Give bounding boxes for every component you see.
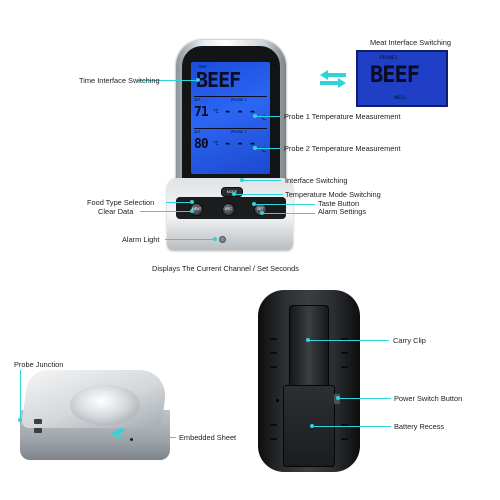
callout-line [138, 80, 198, 81]
callout-line [255, 204, 315, 205]
vent-slot [341, 438, 348, 440]
callout-dot [336, 396, 340, 400]
lcd-probe2-set: 80 [194, 137, 209, 152]
vent-slot [270, 352, 277, 354]
label-embedded-sheet: Embedded Sheet [179, 433, 237, 442]
vent-slot [270, 338, 277, 340]
lcd-food-name: BEEF [196, 68, 241, 92]
callout-dot [232, 192, 236, 196]
label-meat-interface: Meat Interface Switching [370, 38, 451, 47]
lcd-divider [194, 96, 267, 97]
reset-hole [276, 399, 279, 402]
label-carry-clip: Carry Clip [393, 336, 426, 345]
double-arrow-icon [320, 70, 346, 88]
dock-cradle [70, 385, 140, 425]
callout-line [140, 211, 192, 212]
alarm-light-led [219, 236, 226, 243]
callout-dot [190, 209, 194, 213]
lcd-screen: TIME BEEF SET PROBE 1 71 °C - - - C SET … [191, 62, 270, 174]
label-taste-button: Taste Button [318, 199, 360, 208]
callout-dot [240, 178, 244, 182]
callout-dot [253, 114, 257, 118]
callout-line [256, 116, 280, 117]
callout-line [166, 202, 192, 203]
callout-line [339, 398, 391, 399]
callout-dot [253, 146, 257, 150]
callout-dot [117, 435, 121, 439]
label-time-interface: Time Interface Switching [79, 76, 160, 85]
lcd-probe1-set: 71 [194, 105, 209, 120]
lcd-probe1-reading: - - - [224, 104, 256, 118]
label-alarm-settings: Alarm Settings [318, 207, 367, 216]
lcd-tag-set2: SET [194, 130, 201, 134]
label-interface-switching: Interface Switching [285, 176, 348, 185]
meat-doneness: WELL [394, 96, 407, 101]
lcd-probe1-c: C [262, 115, 267, 122]
lcd-tag-set1: SET [194, 98, 201, 102]
lcd-probe2-unit: °C [213, 141, 219, 147]
probe-port [34, 419, 42, 424]
callout-line [263, 213, 315, 214]
meat-probe-tag: PROBE1 [380, 56, 398, 61]
callout-dot [252, 202, 256, 206]
callout-dot [196, 78, 200, 82]
callout-line [313, 426, 391, 427]
callout-dot [213, 237, 217, 241]
dock-hole [130, 438, 133, 441]
ntc-taste-button[interactable]: NTC [222, 203, 235, 216]
callout-dot [306, 338, 310, 342]
lcd-divider [194, 128, 267, 129]
vent-slot [270, 424, 277, 426]
label-battery-recess: Battery Recess [394, 422, 445, 431]
lcd-tag-probe2: PROBE 2 [231, 130, 247, 134]
vent-slot [341, 366, 348, 368]
callout-line [235, 194, 283, 195]
callout-dot [190, 200, 194, 204]
label-power-switch: Power Switch Button [394, 394, 463, 403]
label-food-type: Food Type Selection [87, 198, 155, 207]
label-probe-junction: Probe Junction [14, 360, 64, 369]
lcd-tag-probe1: PROBE 1 [231, 98, 247, 102]
label-channel-seconds: Displays The Current Channel / Set Secon… [152, 264, 299, 273]
label-clear-data: Clear Data [98, 207, 134, 216]
vent-slot [270, 438, 277, 440]
lcd-probe2-c: C [262, 147, 267, 154]
label-alarm-light: Alarm Light [122, 235, 160, 244]
callout-line [20, 370, 21, 420]
callout-dot [310, 424, 314, 428]
vent-slot [341, 424, 348, 426]
callout-line [120, 437, 176, 438]
lcd-probe2-reading: - - - [224, 136, 256, 150]
meat-interface-screen: PROBE1 BEEF WELL [356, 50, 448, 107]
lcd-tag-time: TIME [198, 65, 207, 69]
label-probe1-temp: Probe 1 Temperature Measurement [284, 112, 401, 121]
callout-line [256, 148, 280, 149]
callout-line [243, 180, 281, 181]
callout-line [309, 340, 389, 341]
callout-dot [18, 418, 22, 422]
lcd-probe1-unit: °C [213, 109, 219, 115]
probe-port [34, 428, 42, 433]
label-temp-mode-switching: Temperature Mode Switching [285, 190, 381, 199]
callout-line [165, 239, 215, 240]
meat-food-name: BEEF [370, 63, 420, 88]
vent-slot [270, 366, 277, 368]
label-probe2-temp: Probe 2 Temperature Measurement [284, 144, 401, 153]
callout-dot [260, 211, 264, 215]
vent-slot [341, 352, 348, 354]
vent-slot [341, 338, 348, 340]
